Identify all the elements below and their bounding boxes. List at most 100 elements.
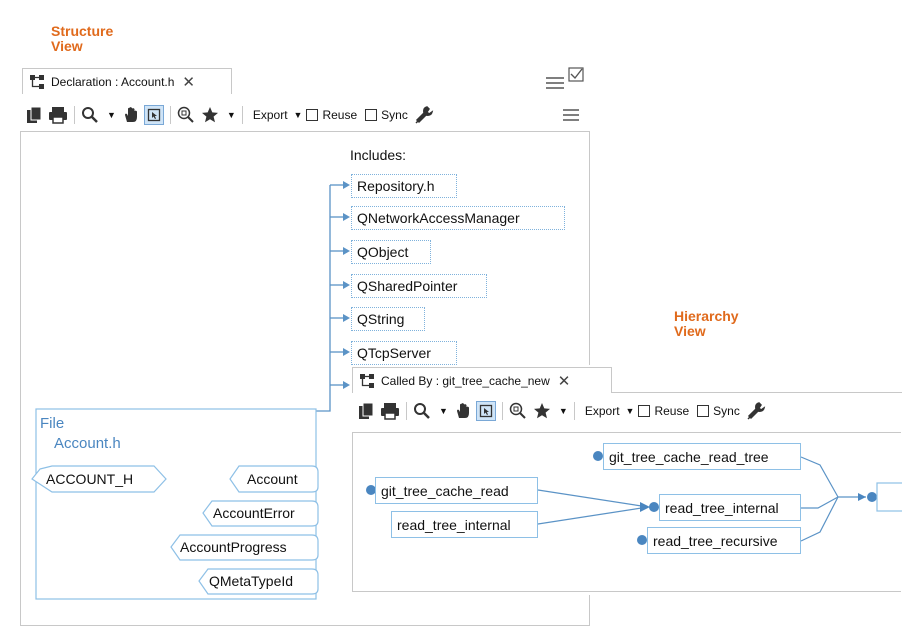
arrowhead xyxy=(343,314,350,322)
call-node-label: git_tree_cache_read xyxy=(381,482,509,499)
zoom-fit-icon[interactable] xyxy=(509,400,527,422)
export-dropdown-chevron-icon[interactable]: ▼ xyxy=(625,406,635,416)
arrowhead xyxy=(343,348,350,356)
hamburger-menu-icon[interactable] xyxy=(562,104,580,126)
close-icon[interactable]: ✕ xyxy=(557,372,571,390)
toolbar-separator xyxy=(74,106,75,124)
arrowhead xyxy=(640,502,650,512)
call-node-read-tree-recursive[interactable]: read_tree_recursive xyxy=(647,527,801,554)
tab-declaration-label: Declaration : Account.h xyxy=(51,74,175,89)
reuse-label: Reuse xyxy=(654,404,690,418)
reuse-label: Reuse xyxy=(322,108,358,122)
arrowhead xyxy=(343,247,350,255)
copy-icon[interactable] xyxy=(358,400,376,422)
node-connector-dot xyxy=(593,451,603,461)
toolbar-separator xyxy=(241,106,243,124)
favorite-dropdown-chevron-icon[interactable]: ▼ xyxy=(226,110,236,120)
zoom-dropdown-chevron-icon[interactable]: ▼ xyxy=(107,110,116,120)
structure-view-caption: Structure View xyxy=(51,24,113,54)
call-node-label: read_tree_recursive xyxy=(653,532,778,549)
call-node-read-tree-internal-caller[interactable]: read_tree_internal xyxy=(391,511,538,538)
trunk-connector-line xyxy=(316,185,331,412)
wrench-settings-icon[interactable] xyxy=(414,104,434,126)
hierarchy-caption-line1: Hierarchy xyxy=(674,308,739,324)
node-connector-dot xyxy=(366,485,376,495)
arrowhead xyxy=(343,381,350,389)
export-button[interactable]: Export xyxy=(252,108,288,122)
hand-pan-icon[interactable] xyxy=(454,400,472,422)
tab-declaration[interactable]: Declaration : Account.h ✕ xyxy=(22,68,232,94)
hierarchy-view-caption: Hierarchy View xyxy=(674,309,739,339)
toolbar-separator xyxy=(501,402,503,420)
call-edge-line xyxy=(800,496,839,542)
class-node-accounterror[interactable]: AccountError xyxy=(213,505,295,521)
call-node-git-tree-cache-read[interactable]: git_tree_cache_read xyxy=(375,477,538,504)
wrench-settings-icon[interactable] xyxy=(746,400,766,422)
star-favorite-icon[interactable] xyxy=(201,104,219,126)
structure-toolbar: ▼ ▼ Export ▼ Reuse Sync xyxy=(26,101,586,129)
export-dropdown-chevron-icon[interactable]: ▼ xyxy=(293,110,303,120)
call-edge-line xyxy=(801,496,839,509)
graph-icon xyxy=(30,74,44,89)
arrowhead xyxy=(858,493,866,501)
call-edge-line xyxy=(537,506,649,525)
call-node-label: read_tree_internal xyxy=(397,516,511,533)
sync-checkbox[interactable] xyxy=(365,109,378,121)
node-connector-dot xyxy=(649,502,659,512)
zoom-icon[interactable] xyxy=(81,104,99,126)
call-edge-line xyxy=(800,456,839,498)
reuse-checkbox[interactable] xyxy=(306,109,319,121)
call-edge-line xyxy=(537,489,649,508)
toolbar-separator xyxy=(169,106,171,124)
tab-called-by-label: Called By : git_tree_cache_new xyxy=(381,373,550,388)
sync-checkbox[interactable] xyxy=(697,405,710,417)
reuse-checkbox[interactable] xyxy=(638,405,651,417)
zoom-icon[interactable] xyxy=(413,400,431,422)
class-node-qmetatypeid[interactable]: QMetaTypeId xyxy=(209,573,294,589)
call-node-label: read_tree_internal xyxy=(665,499,779,516)
hierarchy-toolbar: ▼ ▼ Export ▼ Reuse Sync xyxy=(358,397,898,425)
call-node-read-tree-internal[interactable]: read_tree_internal xyxy=(659,494,801,521)
includes-heading: Includes: xyxy=(350,147,407,163)
include-node-qstring[interactable]: QString xyxy=(351,307,425,331)
select-tool-icon[interactable] xyxy=(143,105,164,125)
class-node-account[interactable]: Account xyxy=(247,471,298,487)
arrowhead xyxy=(343,281,350,289)
node-connector-dot xyxy=(637,535,647,545)
include-label: QTcpServer xyxy=(357,345,431,361)
export-button[interactable]: Export xyxy=(584,404,620,418)
star-favorite-icon[interactable] xyxy=(533,400,551,422)
structure-caption-line2: View xyxy=(51,38,83,54)
tab-called-by[interactable]: Called By : git_tree_cache_new ✕ xyxy=(352,367,612,393)
zoom-dropdown-chevron-icon[interactable]: ▼ xyxy=(439,406,448,416)
select-tool-icon[interactable] xyxy=(475,401,496,421)
graph-icon xyxy=(360,373,374,388)
print-icon[interactable] xyxy=(48,104,68,126)
call-node-label: git_tree_cache_read_tree xyxy=(609,448,769,465)
toolbar-separator xyxy=(406,402,407,420)
close-icon[interactable]: ✕ xyxy=(182,73,195,91)
zoom-fit-icon[interactable] xyxy=(177,104,195,126)
hierarchy-caption-line2: View xyxy=(674,323,706,339)
hand-pan-icon[interactable] xyxy=(122,104,140,126)
copy-icon[interactable] xyxy=(26,104,44,126)
include-node-qsharedpointer[interactable]: QSharedPointer xyxy=(351,274,487,298)
class-node-accountprogress[interactable]: AccountProgress xyxy=(180,539,287,555)
node-connector-dot xyxy=(867,492,877,502)
structure-caption-line1: Structure xyxy=(51,23,114,39)
include-node-qtcpserver[interactable]: QTcpServer xyxy=(351,341,457,365)
include-node-qobject[interactable]: QObject xyxy=(351,240,431,264)
arrowhead xyxy=(343,213,350,221)
include-node-qnetworkaccessmanager[interactable]: QNetworkAccessManager xyxy=(351,206,565,230)
macro-node-account-h[interactable]: ACCOUNT_H xyxy=(46,471,134,487)
include-label: QSharedPointer xyxy=(357,278,458,294)
panel-menu-check-icon[interactable] xyxy=(544,66,588,94)
favorite-dropdown-chevron-icon[interactable]: ▼ xyxy=(558,406,568,416)
print-icon[interactable] xyxy=(380,400,400,422)
include-node-repository[interactable]: Repository.h xyxy=(351,174,457,198)
call-node-git-tree-cache-read-tree[interactable]: git_tree_cache_read_tree xyxy=(603,443,801,470)
offscreen-node-edge xyxy=(876,482,902,512)
file-name-label: Account.h xyxy=(54,435,121,452)
